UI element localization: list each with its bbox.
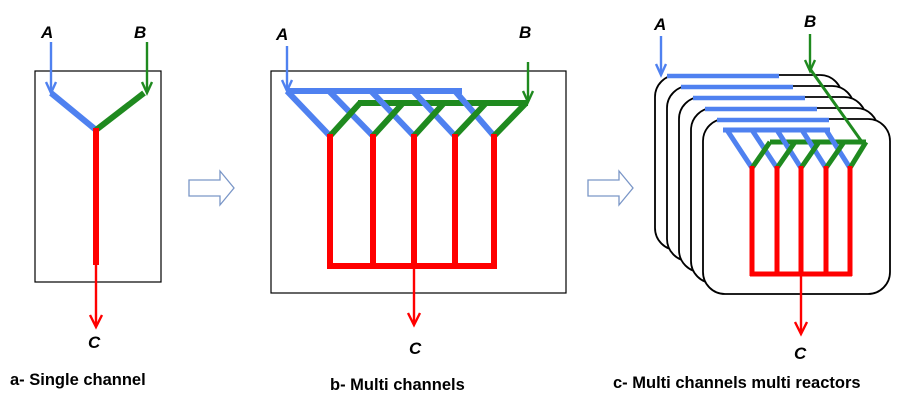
label-b: B (804, 12, 816, 31)
caption: a- Single channel (10, 371, 146, 389)
inlet-b-arrow (140, 42, 154, 96)
label-c: C (794, 344, 807, 363)
label-c: C (409, 339, 422, 358)
stream-b-stack-feed (806, 65, 864, 143)
stream-a-stack-manifolds (667, 73, 829, 123)
inlet-b-arrow (803, 34, 817, 74)
reactor-frame (270, 70, 567, 294)
inlet-a-arrow (44, 42, 58, 96)
inlet-a-arrow (280, 46, 294, 94)
inlet-b-arrow (521, 62, 535, 105)
label-a: A (40, 23, 53, 42)
caption: c- Multi channels multi reactors (613, 374, 861, 392)
reaction-channels (749, 166, 853, 276)
panel-multi-reactors: A B C c- Multi channels multi reactors (613, 12, 891, 392)
flow-arrow-1 (188, 169, 235, 207)
outlet-c-arrow (793, 274, 809, 337)
inlet-a-arrow (654, 36, 668, 78)
reaction-channels (327, 134, 497, 268)
label-c: C (88, 333, 101, 352)
panel-single-channel: A B C a- Single channel (10, 23, 162, 389)
flow-arrow-2 (587, 169, 634, 207)
caption: b- Multi channels (330, 376, 465, 394)
stream-b-branches (327, 100, 529, 139)
label-a: A (653, 15, 666, 34)
reactor-frame (34, 70, 162, 283)
stream-b-branches (749, 140, 869, 170)
outlet-c-arrow (88, 265, 104, 330)
outlet-c-arrow (406, 266, 422, 328)
stream-a-channel (49, 90, 98, 133)
label-b: B (519, 23, 531, 42)
label-b: B (134, 23, 146, 42)
label-a: A (275, 25, 288, 44)
stream-b-channel (94, 90, 146, 133)
panel-multi-channels: A B C b- Multi channels (270, 23, 567, 394)
